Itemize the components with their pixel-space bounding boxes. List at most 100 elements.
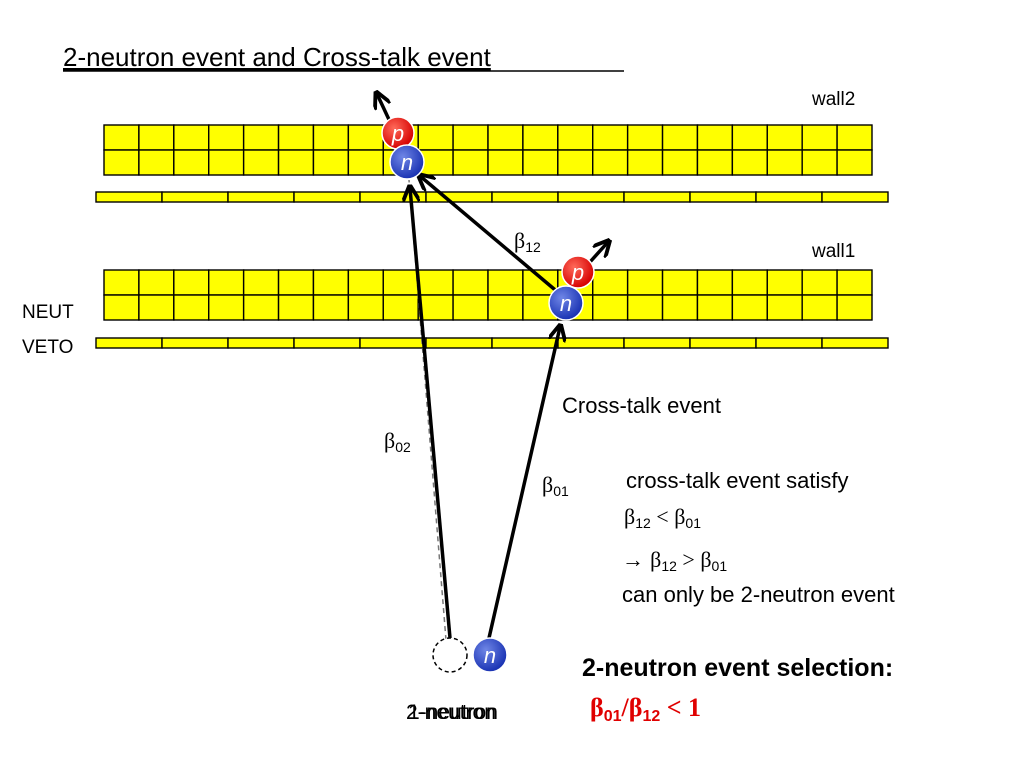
wall1-detector-cell xyxy=(661,269,699,296)
wall2-detector-cell xyxy=(173,149,210,176)
beta-12-label: β12 xyxy=(514,228,541,255)
wall2-detector-cell xyxy=(661,149,699,176)
wall1-veto-segment xyxy=(491,337,559,349)
wall1-detector-cell xyxy=(626,294,664,321)
source-label-1neutron: 1-neutron xyxy=(408,701,498,724)
wall1-detector-cell xyxy=(452,269,489,296)
wall2-detector-cell xyxy=(138,149,175,176)
wall2-veto xyxy=(95,191,889,203)
wall1-detector-cell xyxy=(312,269,350,296)
wall1-detector-cell xyxy=(592,294,629,321)
wall2-detector-cell xyxy=(661,124,699,151)
wall2-detector-cell xyxy=(452,149,489,176)
wall1-veto-segment xyxy=(293,337,361,349)
wall2-detector-cell xyxy=(487,124,524,151)
neutron-wall1-label: n xyxy=(560,291,572,316)
track-b12 xyxy=(420,176,562,296)
wall1-detector-cell xyxy=(417,269,454,296)
wall2-detector-cell xyxy=(173,124,210,151)
neutron-source-label: n xyxy=(484,643,496,668)
wall1-detector-cell xyxy=(487,269,524,296)
wall2-veto-segment xyxy=(95,191,163,203)
wall2-detector-cell xyxy=(487,149,524,176)
condition-conclusion: can only be 2-neutron event xyxy=(622,582,895,607)
wall2-detector-cell xyxy=(347,124,384,151)
wall1-detector-cell xyxy=(836,294,873,321)
wall1-detector-cell xyxy=(801,294,838,321)
wall2-detector-cell xyxy=(731,124,768,151)
wall1-detector-cell xyxy=(766,269,803,296)
wall1-label: wall1 xyxy=(811,241,855,262)
crosstalk-event-label: Cross-talk event xyxy=(562,393,721,418)
wall1-veto-segment xyxy=(689,337,757,349)
wall2-detector-cell xyxy=(312,124,350,151)
wall1-detector-cell xyxy=(347,294,384,321)
wall1-detector-cell xyxy=(731,294,768,321)
page-title: 2-neutron event and Cross-talk event xyxy=(63,42,492,72)
wall1-detector xyxy=(103,269,873,321)
wall1-veto-segment xyxy=(161,337,229,349)
wall1-detector-cell xyxy=(766,294,803,321)
wall2-detector-cell xyxy=(836,124,873,151)
neutron-source xyxy=(472,637,508,673)
wall1-detector-cell xyxy=(626,269,664,296)
wall2-veto-segment xyxy=(689,191,757,203)
neutron-source-ghost xyxy=(432,637,468,673)
neutron-wall1 xyxy=(548,285,584,321)
wall1-veto-segment xyxy=(821,337,889,349)
wall2-detector-cell xyxy=(592,149,629,176)
wall1-detector-cell xyxy=(382,269,419,296)
wall1-veto-segment xyxy=(227,337,295,349)
beta-01-label: β01 xyxy=(542,472,569,499)
wall2-detector-cell xyxy=(522,124,559,151)
wall2-veto-segment xyxy=(623,191,691,203)
wall1-detector-cell xyxy=(173,269,210,296)
wall2-veto-segment xyxy=(293,191,361,203)
proton-wall1-label: p xyxy=(571,260,584,285)
neutron-wall2-label: n xyxy=(401,150,413,175)
proton-recoil-wall1 xyxy=(588,242,608,264)
wall2-veto-segment xyxy=(491,191,559,203)
wall1-veto xyxy=(95,337,889,349)
wall1-veto-segment xyxy=(755,337,823,349)
wall2-detector-cell xyxy=(801,149,838,176)
wall1-detector-cell xyxy=(522,269,559,296)
wall1-detector-cell xyxy=(592,269,629,296)
wall2-detector-cell xyxy=(766,124,803,151)
wall2-detector-cell xyxy=(557,149,594,176)
wall2-detector-cell xyxy=(766,149,803,176)
wall2-detector-cell xyxy=(626,124,664,151)
wall2-detector-cell xyxy=(277,149,315,176)
wall1-detector-cell xyxy=(347,269,384,296)
wall2-detector-cell xyxy=(626,149,664,176)
wall1-detector-cell xyxy=(696,269,734,296)
wall2-detector-cell xyxy=(242,149,280,176)
wall1-detector-cell xyxy=(173,294,210,321)
wall2-detector-cell xyxy=(801,124,838,151)
wall2-detector-cell xyxy=(347,149,384,176)
track-b02-shadow xyxy=(408,179,447,641)
condition-line2: → β12 > β01 xyxy=(622,547,727,574)
wall2-detector-cell xyxy=(592,124,629,151)
wall1-detector-cell xyxy=(208,294,245,321)
condition-intro: cross-talk event satisfy xyxy=(626,468,849,493)
wall2-detector-cell xyxy=(731,149,768,176)
wall2-veto-segment xyxy=(359,191,427,203)
wall2-detector-cell xyxy=(696,149,734,176)
wall2-detector-cell xyxy=(696,124,734,151)
wall2-detector xyxy=(103,124,873,176)
wall1-detector-cell xyxy=(417,294,454,321)
condition-line1: β12 < β01 xyxy=(624,504,701,531)
wall2-detector-cell xyxy=(208,149,245,176)
wall2-detector-cell xyxy=(836,149,873,176)
wall1-detector-cell xyxy=(277,294,315,321)
wall2-detector-cell xyxy=(417,124,454,151)
wall1-detector-cell xyxy=(242,269,280,296)
wall2-detector-cell xyxy=(208,124,245,151)
wall2-detector-cell xyxy=(138,124,175,151)
wall1-detector-cell xyxy=(836,269,873,296)
wall1-veto-segment xyxy=(557,337,625,349)
wall2-detector-cell xyxy=(242,124,280,151)
wall2-veto-segment xyxy=(755,191,823,203)
